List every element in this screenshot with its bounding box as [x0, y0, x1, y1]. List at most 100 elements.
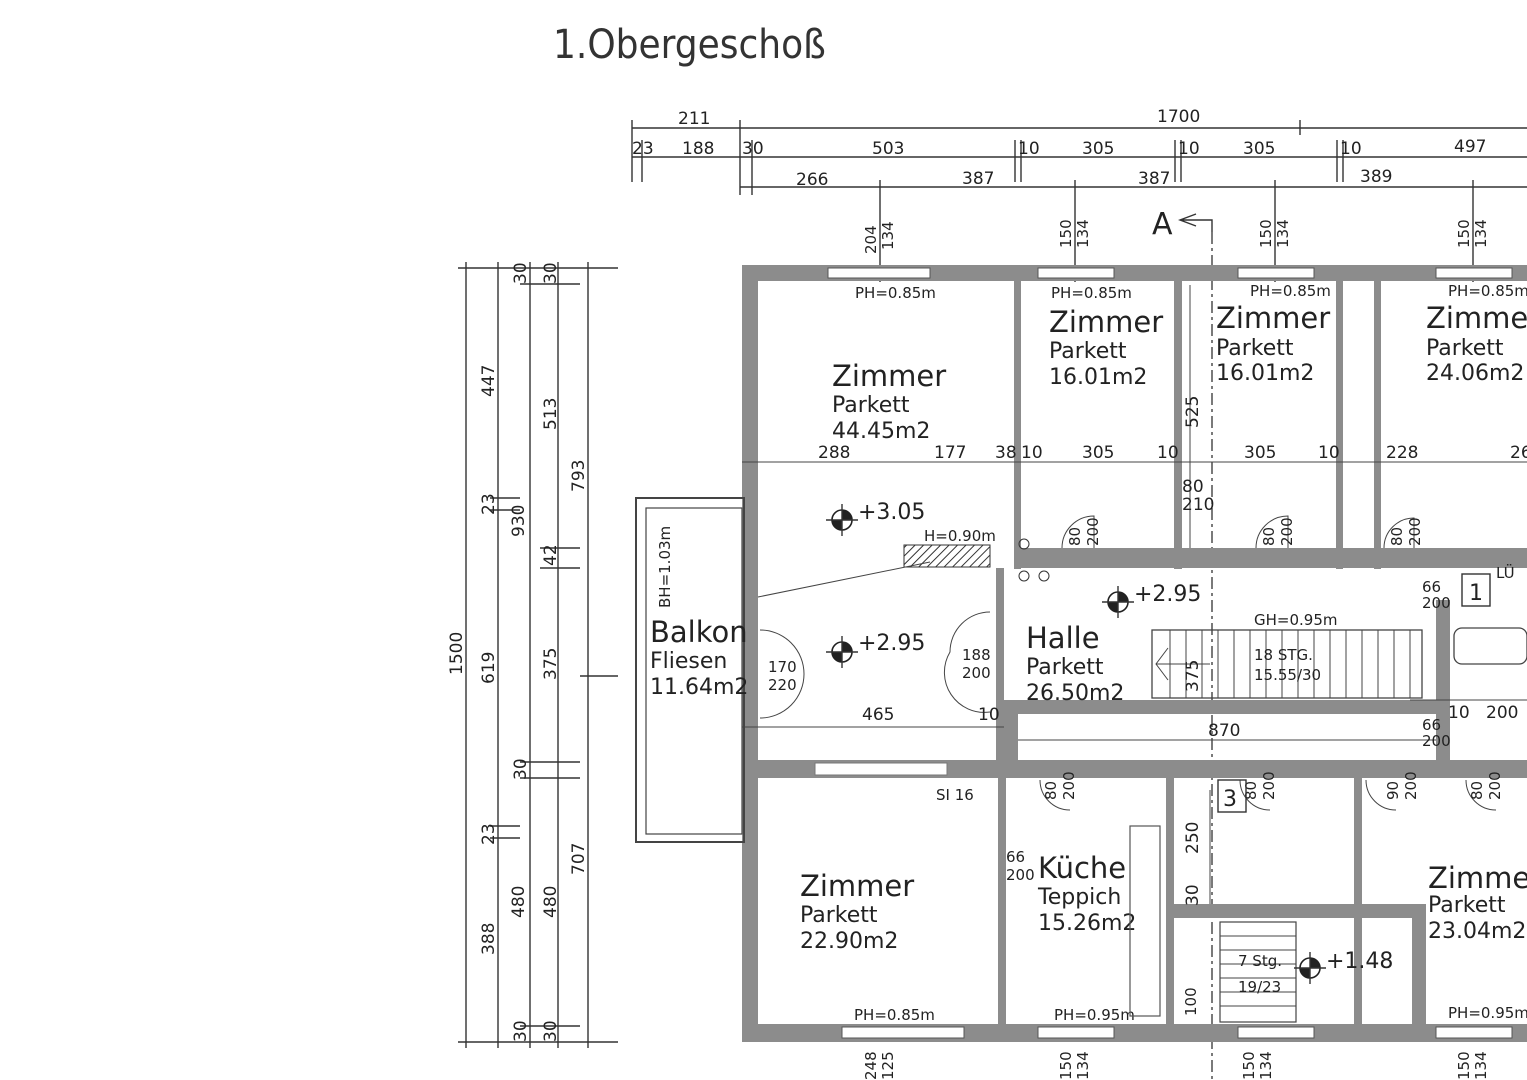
room-1-floor: Parkett: [832, 393, 910, 418]
win-dim-150e: 150: [1240, 1051, 1258, 1080]
inner-dim-38: 38: [995, 443, 1017, 463]
balcony-height: BH=1.03m: [656, 526, 674, 608]
dim-707: 707: [569, 843, 589, 875]
room-3-name: Zimmer: [1216, 301, 1330, 335]
parapet-3: PH=0.85m: [1250, 282, 1331, 300]
sanitary-fixtures: [1018, 538, 1527, 1017]
balcony-outline: [635, 497, 745, 843]
balcony-inner-outline: [645, 507, 743, 835]
dim-497: 497: [1454, 137, 1486, 157]
room-2-floor: Parkett: [1049, 339, 1127, 364]
level-marker-icon: [826, 504, 858, 536]
door-dim: 90: [1384, 781, 1402, 800]
section-marker-a: A: [1152, 207, 1173, 242]
level-marker-icon: [1102, 586, 1134, 618]
parapet-2: PH=0.85m: [1051, 284, 1132, 302]
dim-480b: 480: [541, 886, 561, 918]
level-markers: [826, 504, 1326, 984]
door-dim: 220: [768, 676, 797, 694]
inner-dim-30: 30: [1183, 884, 1203, 906]
main-stair: [1151, 629, 1423, 699]
dim-793: 793: [569, 460, 589, 492]
inner-dim-870: 870: [1208, 721, 1240, 741]
label-100: 100: [1182, 987, 1200, 1016]
balcony-diagonal: [757, 561, 931, 598]
window-dims-top: 204 134 150 134 150 134 150 134: [862, 219, 1490, 254]
dim-387b: 387: [1138, 169, 1170, 189]
inner-dim-10a: 10: [1021, 443, 1043, 463]
dim-1700: 1700: [1157, 107, 1200, 127]
box-3: [1217, 779, 1247, 813]
win-dim-134f: 134: [1257, 1051, 1275, 1080]
dim-211: 211: [678, 109, 710, 129]
dim-389: 389: [1360, 167, 1392, 187]
dim-23-left-b: 23: [479, 823, 499, 845]
room-3-area: 16.01m2: [1216, 361, 1314, 386]
dim-503: 503: [872, 139, 904, 159]
dim-266: 266: [796, 170, 828, 190]
room-4-area: 24.06m2: [1426, 361, 1524, 386]
dim-188: 188: [682, 139, 714, 159]
dim-30-left-c: 30: [541, 262, 561, 284]
door-dim: 200: [1006, 866, 1035, 884]
inner-dim-26: 26: [1510, 443, 1527, 463]
room-3-floor: Parkett: [1216, 336, 1294, 361]
dim-30-left-e: 30: [541, 1020, 561, 1042]
win-dim-150f: 150: [1455, 1051, 1473, 1080]
door-dim: 80: [1066, 527, 1084, 546]
parapet-1: PH=0.85m: [855, 284, 936, 302]
inner-dim-228: 228: [1386, 443, 1418, 463]
door-dim: 200: [1060, 771, 1078, 800]
door-dim: 200: [1278, 517, 1296, 546]
door-dim: 200: [1084, 517, 1102, 546]
dim-23-left-a: 23: [479, 493, 499, 515]
inner-dim-10e: 10: [1448, 703, 1470, 723]
door-dim: 80: [1042, 781, 1060, 800]
plan-title: 1.Obergeschoß: [553, 22, 826, 68]
door-dim: 200: [962, 664, 991, 682]
dim-10b: 10: [1178, 139, 1200, 159]
door-dim: 170: [768, 658, 797, 676]
small-stair-ratio: 19/23: [1238, 978, 1281, 996]
win-dim-134g: 134: [1472, 1051, 1490, 1080]
room-2-name: Zimmer: [1049, 305, 1163, 339]
door-dim: 200: [1402, 771, 1420, 800]
room-kitchen-area: 15.26m2: [1038, 911, 1136, 936]
win-dim-134a: 134: [879, 221, 897, 250]
level-148: +1.48: [1326, 949, 1393, 974]
dim-1500: 1500: [447, 632, 467, 675]
walls: [742, 265, 1527, 1042]
top-dimension-chains: [631, 120, 1527, 282]
dim-10a: 10: [1018, 139, 1040, 159]
dim-30-left-b: 30: [511, 758, 531, 780]
dim-930: 930: [509, 505, 529, 537]
label-num3: 3: [1223, 787, 1237, 812]
dim-388: 388: [479, 923, 499, 955]
door-dim: 200: [1486, 771, 1504, 800]
dim-447: 447: [479, 365, 499, 397]
small-stair: [1219, 921, 1297, 1023]
room-4-name: Zimme: [1426, 301, 1527, 335]
level-305: +3.05: [858, 500, 925, 525]
door-swings: [759, 515, 1497, 811]
dim-30-left-a: 30: [511, 262, 531, 284]
door-dim: 66: [1422, 716, 1441, 734]
room-8-floor: Parkett: [1428, 893, 1506, 918]
door-dim: 66: [1006, 848, 1025, 866]
dim-10c: 10: [1340, 139, 1362, 159]
label-si: SI 16: [936, 786, 974, 804]
left-dimension-labels: 1500 447 23 619 388 930 23 707 30 513 42…: [447, 262, 589, 1042]
level-marker-icon: [826, 636, 858, 668]
inner-dim-10c: 10: [1318, 443, 1340, 463]
room-1-name: Zimmer: [832, 359, 946, 393]
door-dim: 200: [1422, 732, 1451, 750]
room-6-floor: Parkett: [800, 903, 878, 928]
inner-dim-465: 465: [862, 705, 894, 725]
dim-513: 513: [541, 398, 561, 430]
room-balcony-floor: Fliesen: [650, 649, 727, 674]
door-dim: 80: [1388, 527, 1406, 546]
win-dim-150c: 150: [1455, 219, 1473, 248]
inner-dim-210: 210: [1182, 495, 1214, 515]
main-stair-ratio: 15.55/30: [1254, 666, 1321, 684]
